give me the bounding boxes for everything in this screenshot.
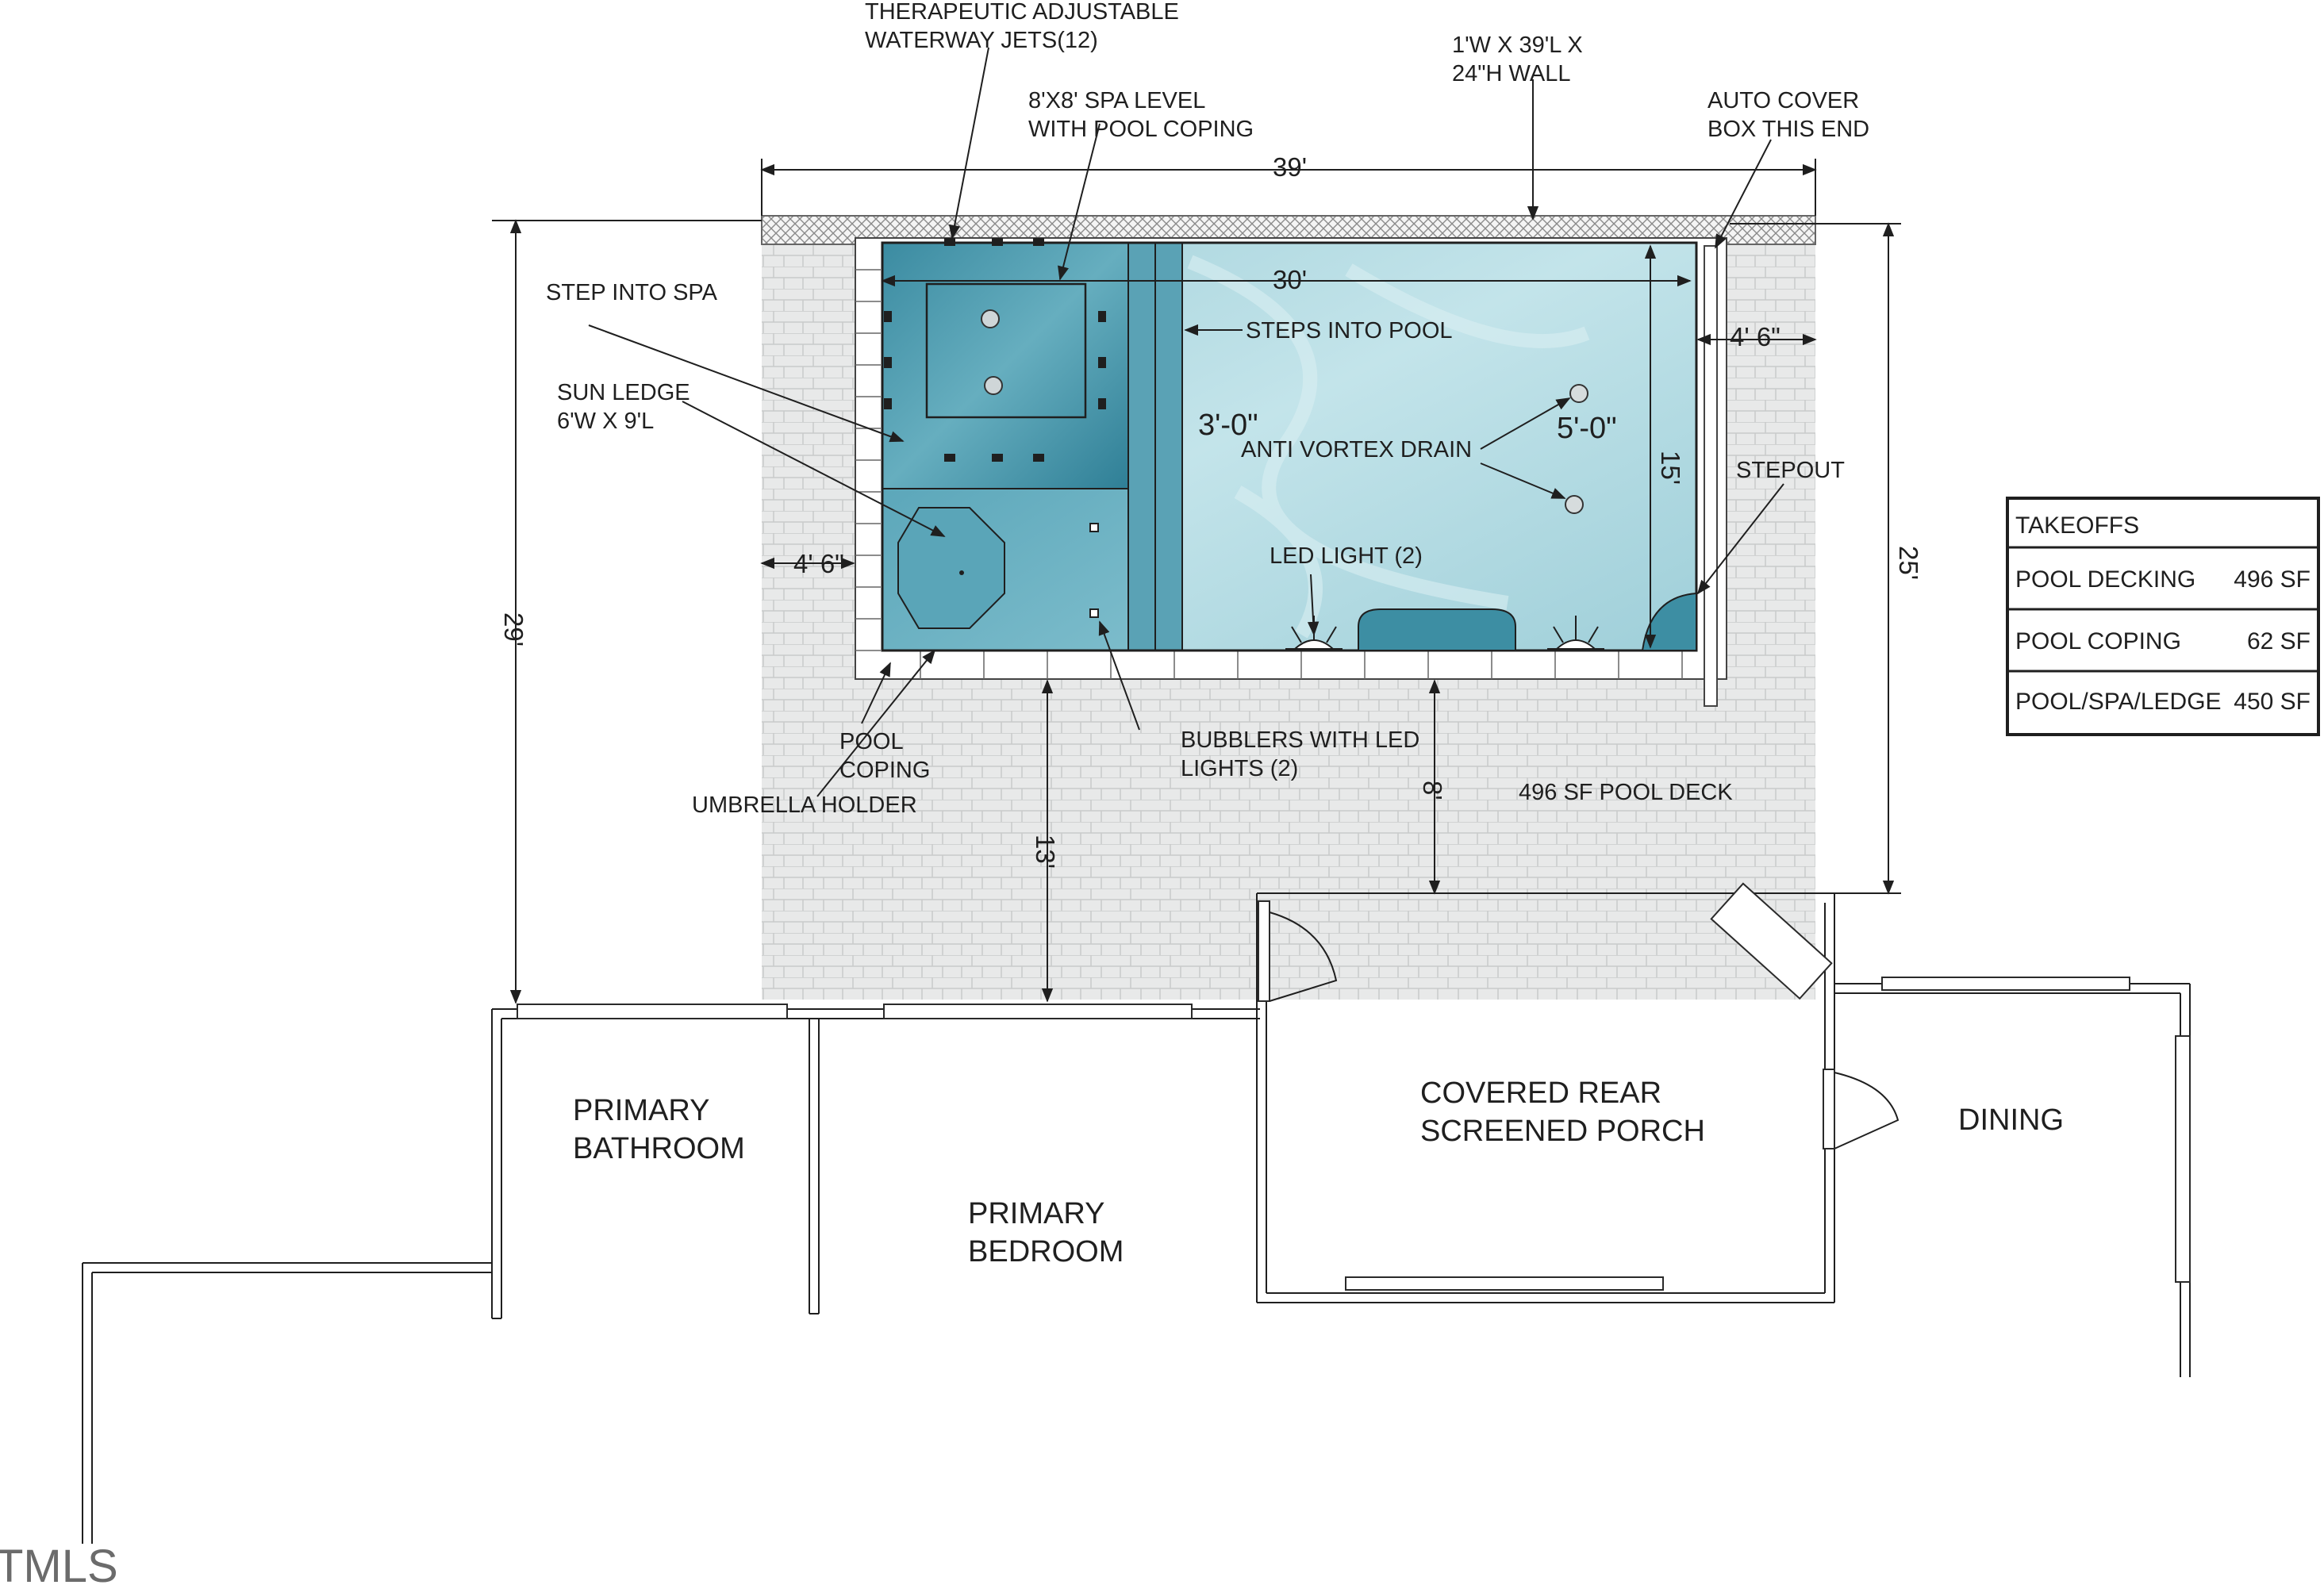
room-bedroom-line2: BEDROOM	[968, 1235, 1124, 1268]
steps-into-pool-label: STEPS INTO POOL	[1246, 318, 1453, 343]
dim-deck-left: 13'	[1031, 835, 1060, 869]
pool-coping-label-line2: COPING	[839, 758, 930, 783]
stepout-label: STEPOUT	[1736, 458, 1845, 483]
depth-shallow: 3'-0"	[1198, 409, 1258, 442]
dining-window-right	[2175, 1035, 2191, 1283]
sun-ledge-label-line1: SUN LEDGE	[557, 380, 690, 405]
porch-door-left	[1258, 900, 1270, 1002]
room-bedroom-line1: PRIMARY	[968, 1197, 1104, 1230]
dimension-lines	[492, 159, 1901, 1004]
room-bathroom-line2: BATHROOM	[573, 1132, 745, 1165]
dim-overall-length: 39'	[1273, 152, 1307, 182]
wall-label-line1: 1'W X 39'L X	[1452, 33, 1583, 58]
spa-drain-bottom	[984, 376, 1003, 395]
dim-side-right: 4' 6"	[1730, 322, 1780, 351]
window-bath	[517, 1004, 788, 1019]
room-porch-line1: COVERED REAR	[1420, 1076, 1661, 1110]
dim-pool-length: 30'	[1273, 265, 1307, 294]
bubbler-1	[1089, 523, 1099, 532]
pool-bench	[1358, 608, 1516, 651]
room-porch-line2: SCREENED PORCH	[1420, 1115, 1705, 1148]
bubbler-2	[1089, 608, 1099, 618]
led-light-2	[1547, 616, 1604, 650]
umbrella-holder-label: UMBRELLA HOLDER	[692, 792, 917, 818]
depth-deep: 5'-0"	[1557, 412, 1617, 445]
takeoff-value-2: 62 SF	[2247, 628, 2311, 654]
porch-door-right	[1823, 1069, 1835, 1149]
jets-label-line1: THERAPEUTIC ADJUSTABLE	[865, 0, 1179, 25]
led-light-label: LED LIGHT (2)	[1270, 543, 1423, 569]
auto-cover-label-line1: AUTO COVER	[1707, 88, 1859, 113]
bubblers-label-line1: BUBBLERS WITH LED	[1181, 727, 1419, 753]
room-dining: DINING	[1958, 1103, 2064, 1137]
led-light-1	[1285, 616, 1343, 650]
jets-label-line2: WATERWAY JETS(12)	[865, 28, 1098, 53]
watermark: TMLS	[0, 1541, 118, 1585]
spa-jets	[884, 238, 1106, 462]
umbrella-holder	[897, 507, 1005, 629]
water-ripple	[1187, 255, 1590, 639]
dining-window-top	[1881, 977, 2130, 991]
spa-level-label-line2: WITH POOL COPING	[1028, 117, 1254, 142]
step-into-spa-label: STEP INTO SPA	[546, 280, 718, 305]
dim-pool-width: 15'	[1656, 451, 1685, 485]
dim-deck-right: 8'	[1418, 781, 1447, 800]
bubblers-label-line2: LIGHTS (2)	[1181, 756, 1298, 781]
room-bathroom-line1: PRIMARY	[573, 1094, 709, 1127]
spa-drain-top	[981, 309, 1000, 328]
main-drain-2	[1565, 495, 1584, 514]
pool-deck-label: 496 SF POOL DECK	[1519, 780, 1733, 805]
dim-overall-depth-left: 29'	[499, 612, 528, 647]
spa-level-label-line1: 8'X8' SPA LEVEL	[1028, 88, 1205, 113]
spa	[882, 243, 1128, 489]
takeoff-label-3: POOL/SPA/LEDGE	[2015, 689, 2222, 715]
takeoff-value-1: 496 SF	[2234, 566, 2311, 593]
dining-walls	[1834, 983, 2191, 1377]
takeoff-label-1: POOL DECKING	[2015, 566, 2195, 593]
main-drain-1	[1569, 384, 1588, 403]
takeoffs-table: TAKEOFFS POOL DECKING 496 SF POOL COPING…	[2006, 497, 2320, 736]
takeoff-value-3: 450 SF	[2234, 689, 2311, 715]
leader-lines	[588, 47, 1784, 797]
auto-cover-label-line2: BOX THIS END	[1707, 117, 1869, 142]
porch-window-bottom	[1345, 1276, 1664, 1291]
window-bedroom	[883, 1004, 1193, 1019]
fireplace	[1710, 882, 1833, 1000]
house-wall-left	[82, 1008, 1260, 1544]
sun-ledge-label-line2: 6'W X 9'L	[557, 409, 654, 434]
dim-side-left: 4' 6"	[793, 549, 844, 578]
dim-overall-depth-right: 25'	[1894, 546, 1923, 580]
takeoffs-title: TAKEOFFS	[2015, 512, 2139, 539]
auto-cover-box	[1704, 245, 1718, 707]
wall-label-line2: 24"H WALL	[1452, 61, 1570, 86]
porch-walls	[1256, 892, 1835, 1303]
takeoff-label-2: POOL COPING	[2015, 628, 2181, 654]
pool-coping-label-line1: POOL	[839, 729, 904, 754]
anti-vortex-label: ANTI VORTEX DRAIN	[1241, 437, 1472, 462]
